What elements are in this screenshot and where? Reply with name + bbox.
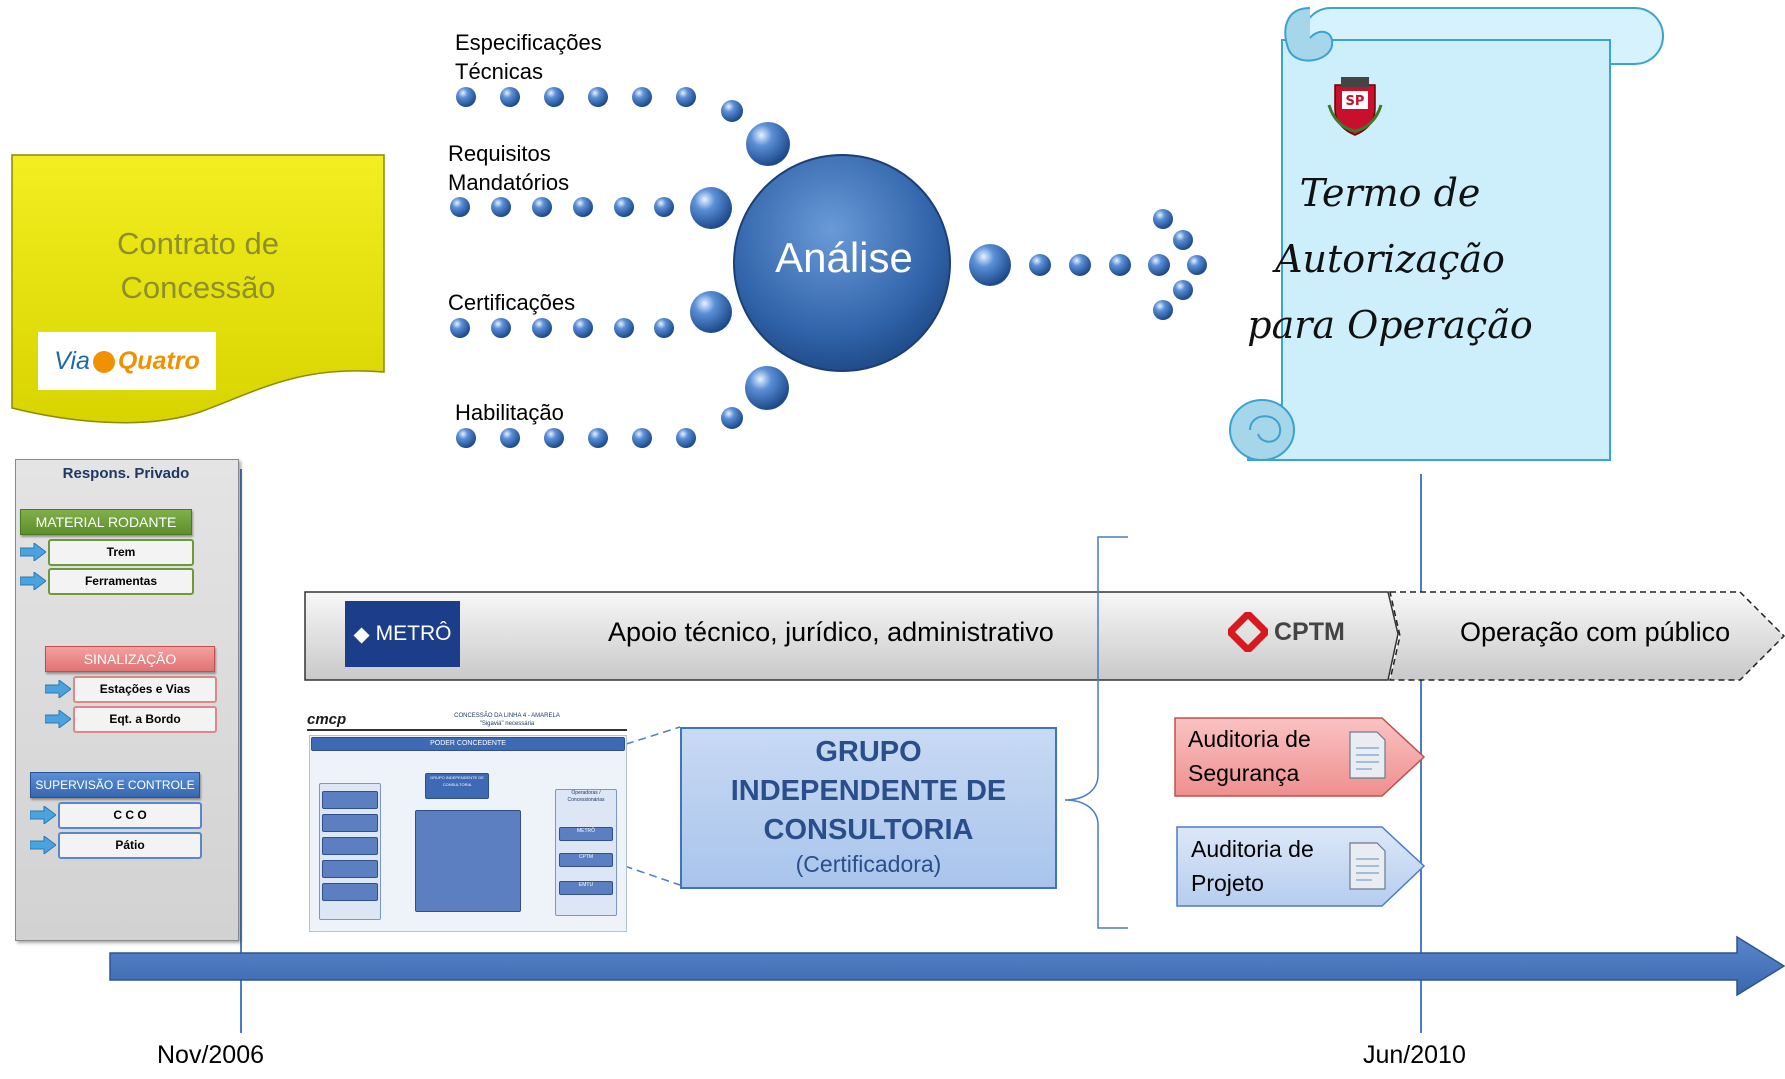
item-ferramentas: Ferramentas	[48, 568, 194, 595]
operacao-band	[1389, 591, 1785, 681]
arrow-right-icon	[20, 572, 46, 590]
org-chart-thumbnail: cmcp CONCESSÃO DA LINHA 4 - AMARELA "Sig…	[307, 711, 627, 936]
item-estacoes-vias: Estações e Vias	[73, 676, 217, 703]
metro-diamond-icon: ◆	[353, 622, 370, 646]
label-certificacoes: Certificações	[448, 290, 576, 315]
label-habilitacao: Habilitação	[455, 400, 564, 425]
responsavel-title: Respons. Privado	[62, 465, 190, 482]
bracket	[1064, 536, 1128, 929]
arrow-right-icon	[20, 543, 46, 561]
metro-logo: ◆METRÔ	[345, 601, 460, 667]
item-eqt-bordo: Eqt. a Bordo	[73, 706, 217, 733]
category-sinalizacao: SINALIZAÇÃO	[45, 646, 215, 672]
termo-text: Termo de Autorização para Operação	[1247, 171, 1533, 347]
arrow-right-icon	[45, 710, 71, 728]
date-end: Jun/2010	[1363, 1041, 1466, 1069]
category-material-rodante: MATERIAL RODANTE	[20, 509, 192, 535]
analise-circle	[733, 154, 951, 372]
play-icon	[92, 351, 115, 373]
apoio-band	[304, 591, 1399, 681]
cptm-logo: CPTM	[1228, 609, 1358, 655]
document-icon	[1349, 842, 1386, 890]
item-trem: Trem	[48, 539, 194, 566]
svg-text:SP: SP	[1346, 94, 1365, 109]
grupo-independente-box: GRUPO INDEPENDENTE DE CONSULTORIA (Certi…	[680, 727, 1057, 889]
timeline-arrow	[109, 935, 1785, 997]
analise-label: Análise	[775, 234, 913, 281]
cmcp-logo: cmcp	[307, 711, 347, 728]
termo-scroll-shape	[1229, 7, 1664, 461]
arrow-right-icon	[30, 806, 56, 824]
arrow-right-icon	[45, 680, 71, 698]
contrato-title: Contrato de Concessão	[117, 226, 279, 305]
output-dots	[969, 209, 1207, 320]
input-dots	[450, 87, 790, 448]
operacao-label: Operação com público	[1460, 617, 1731, 647]
apoio-label: Apoio técnico, jurídico, administrativo	[608, 617, 1054, 647]
category-supervisao: SUPERVISÃO E CONTROLE	[30, 772, 200, 798]
sp-seal-icon: SP	[1327, 77, 1383, 136]
document-icon	[1349, 731, 1386, 779]
cptm-diamond-icon	[1228, 612, 1268, 652]
date-start: Nov/2006	[157, 1041, 265, 1069]
item-cco: C C O	[58, 802, 202, 829]
arrow-right-icon	[30, 836, 56, 854]
item-patio: Pátio	[58, 832, 202, 859]
